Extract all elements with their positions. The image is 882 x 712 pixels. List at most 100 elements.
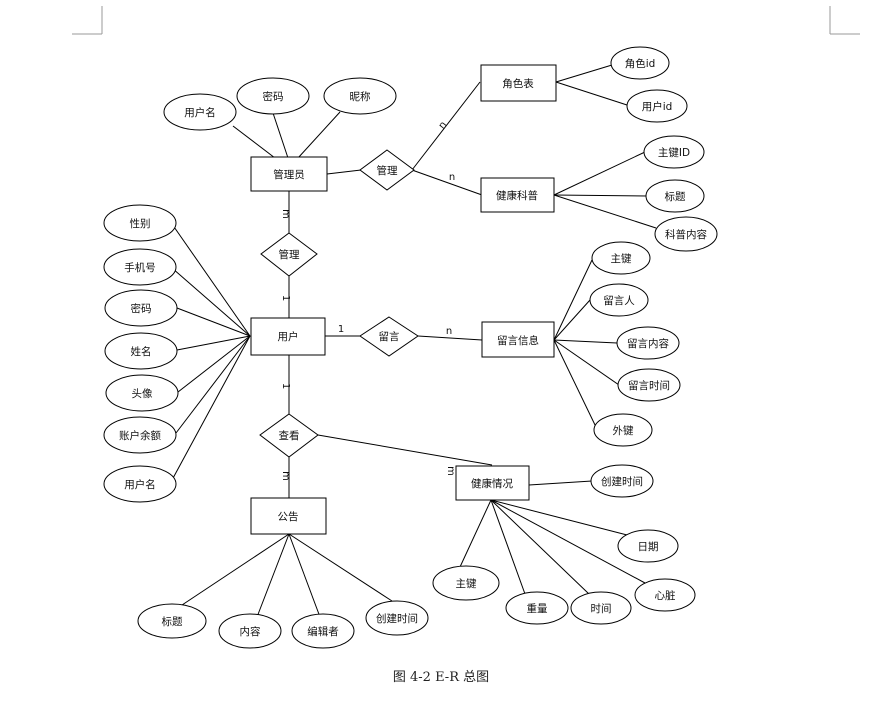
attr-hs-time: 时间 — [570, 591, 632, 625]
attr-msg-fk: 外键 — [593, 413, 653, 447]
entity-role-table-label: 角色表 — [502, 77, 534, 90]
relationship-message-label: 留言 — [379, 330, 400, 343]
attr-admin-username: 用户名 — [163, 93, 237, 131]
entity-message-info: 留言信息 — [481, 321, 555, 358]
attr-user-password-label: 密码 — [131, 302, 152, 315]
attr-user-name: 姓名 — [104, 332, 178, 370]
crop-marks — [72, 6, 860, 35]
attr-notice-content: 内容 — [218, 613, 282, 649]
attr-hs-time-label: 时间 — [591, 602, 612, 615]
relationship-view: 查看 — [259, 413, 319, 458]
attr-science-content: 科普内容 — [654, 216, 718, 252]
attr-msg-key: 主键 — [591, 241, 651, 275]
attr-hs-heart: 心脏 — [634, 578, 696, 612]
entity-role-table: 角色表 — [480, 64, 557, 102]
attributes: 用户名 密码 昵称 角色id 用户id 主键ID 标题 科 — [103, 46, 718, 649]
attr-user-avatar-label: 头像 — [132, 388, 153, 400]
attr-msg-time-label: 留言时间 — [628, 379, 670, 392]
relationship-manage-right-label: 管理 — [377, 164, 398, 177]
entity-health-science: 健康科普 — [480, 177, 555, 213]
relationship-view-label: 查看 — [279, 429, 300, 442]
attr-user-password: 密码 — [104, 289, 178, 327]
relationship-manage-left-label: 管理 — [279, 248, 300, 261]
attr-role-id: 角色id — [610, 46, 670, 80]
attr-msg-author: 留言人 — [589, 283, 649, 317]
entity-user-label: 用户 — [278, 330, 299, 343]
attr-user-gender: 性别 — [103, 204, 177, 242]
card-admin-role: n — [437, 120, 450, 132]
card-user-msg-left: 1 — [338, 324, 344, 335]
attr-science-key-label: 主键ID — [658, 146, 690, 159]
attr-msg-fk-label: 外键 — [613, 424, 634, 437]
entities: 管理员 角色表 健康科普 用户 留言信息 健康情况 公告 — [250, 64, 557, 535]
entity-health-science-label: 健康科普 — [496, 189, 538, 202]
connector-lines — [171, 64, 657, 618]
attr-msg-key-label: 主键 — [611, 252, 632, 265]
attr-user-username: 用户名 — [103, 465, 177, 503]
attr-notice-content-label: 内容 — [240, 625, 261, 638]
card-view-notice: m — [280, 471, 291, 481]
attr-notice-editor-label: 编辑者 — [307, 625, 339, 638]
attr-hs-date: 日期 — [617, 529, 679, 563]
attr-user-balance-label: 账户余额 — [119, 429, 161, 442]
attr-admin-username-label: 用户名 — [184, 106, 216, 119]
attr-hs-key: 主键 — [432, 565, 500, 601]
entity-message-info-label: 留言信息 — [497, 334, 539, 347]
entity-user: 用户 — [250, 317, 326, 356]
entity-health-status-label: 健康情况 — [471, 477, 513, 490]
attr-user-gender-label: 性别 — [130, 217, 151, 230]
attr-msg-author-label: 留言人 — [603, 294, 635, 307]
card-user-msg-right: n — [446, 326, 452, 337]
attr-notice-created: 创建时间 — [365, 600, 429, 636]
entity-admin: 管理员 — [250, 156, 328, 192]
entity-health-status: 健康情况 — [455, 465, 530, 501]
attr-notice-title: 标题 — [137, 603, 207, 639]
attr-role-user-id-label: 用户id — [642, 100, 673, 113]
attr-user-balance: 账户余额 — [103, 416, 177, 454]
entity-notice: 公告 — [250, 497, 327, 535]
attr-notice-created-label: 创建时间 — [376, 612, 418, 625]
relationship-message: 留言 — [359, 316, 419, 357]
attr-hs-date-label: 日期 — [638, 541, 659, 553]
cardinalities: n n m 1 1 n 1 m m — [280, 120, 456, 481]
card-user-view-top: 1 — [280, 383, 291, 389]
attr-user-phone: 手机号 — [103, 248, 177, 286]
attr-role-id-label: 角色id — [625, 57, 656, 70]
attr-hs-created-label: 创建时间 — [601, 475, 643, 488]
relationship-manage-left: 管理 — [260, 232, 318, 277]
attr-user-phone-label: 手机号 — [124, 261, 156, 274]
attr-msg-time: 留言时间 — [617, 368, 681, 402]
attr-msg-content-label: 留言内容 — [627, 337, 669, 350]
attr-admin-password-label: 密码 — [263, 90, 284, 103]
entity-notice-label: 公告 — [278, 510, 299, 523]
attr-admin-nickname: 昵称 — [323, 77, 397, 115]
entity-admin-label: 管理员 — [273, 168, 305, 181]
attr-science-content-label: 科普内容 — [665, 228, 707, 241]
attr-admin-nickname-label: 昵称 — [350, 90, 371, 103]
relationships: 管理 管理 留言 查看 — [259, 149, 419, 458]
card-admin-user-top: m — [280, 209, 291, 219]
attr-hs-weight: 重量 — [505, 591, 569, 625]
attr-msg-content: 留言内容 — [616, 326, 680, 360]
attr-role-user-id: 用户id — [626, 89, 688, 123]
attr-admin-password: 密码 — [236, 77, 310, 115]
card-view-health: m — [445, 466, 456, 476]
attr-hs-created: 创建时间 — [590, 464, 654, 498]
attr-science-title-label: 标题 — [665, 191, 686, 203]
attr-hs-heart-label: 心脏 — [655, 589, 676, 602]
attr-hs-weight-label: 重量 — [527, 602, 548, 615]
attr-notice-editor: 编辑者 — [291, 613, 355, 649]
attr-user-avatar: 头像 — [105, 374, 179, 412]
attr-notice-title-label: 标题 — [162, 616, 183, 628]
relationship-manage-right: 管理 — [359, 149, 415, 191]
attr-science-title: 标题 — [645, 179, 705, 213]
attr-science-key: 主键ID — [643, 135, 705, 169]
attr-user-name-label: 姓名 — [131, 345, 152, 358]
card-admin-user-bottom: 1 — [280, 295, 291, 301]
card-admin-science: n — [449, 172, 455, 183]
figure-caption: 图 4-2 E-R 总图 — [392, 670, 490, 685]
attr-user-username-label: 用户名 — [124, 478, 156, 491]
attr-hs-key-label: 主键 — [456, 577, 477, 590]
